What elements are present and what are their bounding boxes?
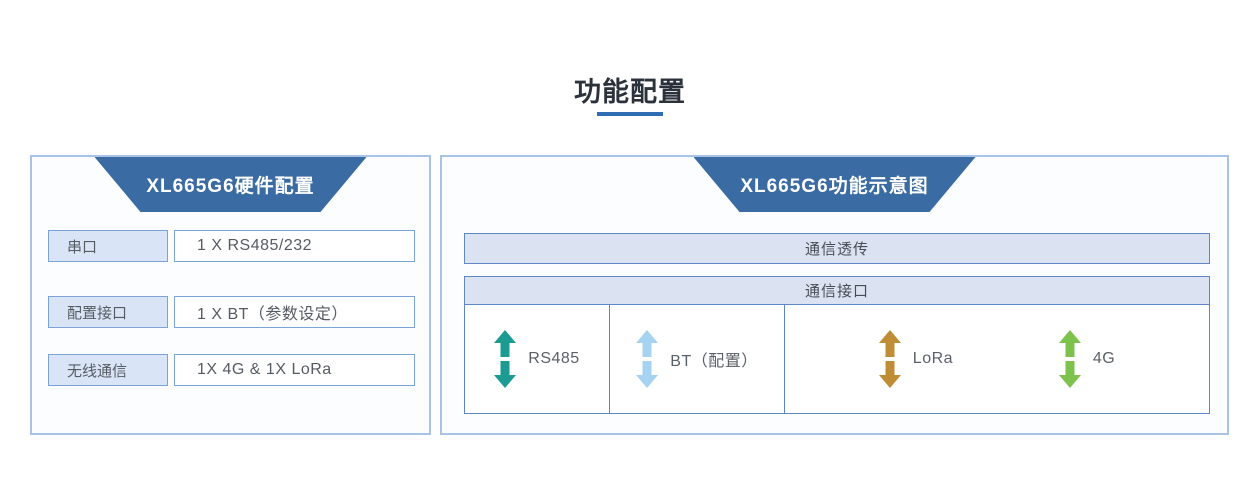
- hardware-panel-header: XL665G6硬件配置: [95, 157, 367, 212]
- rs485-label: RS485: [528, 350, 580, 367]
- communication-interface-bar: 通信接口: [464, 276, 1210, 305]
- interface-cell-wireless: LoRa 4G: [785, 305, 1209, 413]
- hardware-panel-title: XL665G6硬件配置: [146, 176, 315, 197]
- double-arrow-icon: [1058, 330, 1081, 388]
- config-interface-value: 1 X BT（参数设定）: [174, 296, 415, 328]
- interface-table: RS485 BT（配置） LoRa: [464, 305, 1210, 414]
- function-panel-header: XL665G6功能示意图: [694, 157, 976, 212]
- lora-label: LoRa: [912, 350, 954, 367]
- interface-cell-bt: BT（配置）: [610, 305, 785, 413]
- page-title: 功能配置: [574, 77, 686, 107]
- serial-port-label: 串口: [48, 230, 168, 262]
- wireless-comm-label: 无线通信: [48, 354, 168, 386]
- hardware-row-wireless: 无线通信 1X 4G & 1X LoRa: [32, 354, 429, 386]
- title-underline: [597, 112, 663, 116]
- function-panel-title: XL665G6功能示意图: [740, 176, 929, 197]
- interface-item-4g: 4G: [1058, 330, 1116, 388]
- interface-item-lora: LoRa: [878, 330, 954, 388]
- communication-interface-group: 通信接口 RS485 BT（配置）: [464, 276, 1210, 414]
- config-interface-label: 配置接口: [48, 296, 168, 328]
- transparent-transmission-bar: 通信透传: [464, 233, 1210, 264]
- double-arrow-icon: [494, 330, 517, 388]
- wireless-comm-value: 1X 4G & 1X LoRa: [174, 354, 415, 386]
- fourg-label: 4G: [1092, 350, 1116, 367]
- hardware-config-panel: XL665G6硬件配置 串口 1 X RS485/232 配置接口 1 X BT…: [30, 155, 431, 435]
- bt-label: BT（配置）: [670, 353, 758, 370]
- function-diagram-panel: XL665G6功能示意图 通信透传 通信接口 RS485 BT（配置）: [440, 155, 1229, 435]
- interface-cell-rs485: RS485: [465, 305, 610, 413]
- double-arrow-icon: [878, 330, 901, 388]
- hardware-row-serial: 串口 1 X RS485/232: [32, 230, 429, 262]
- hardware-row-config: 配置接口 1 X BT（参数设定）: [32, 296, 429, 328]
- serial-port-value: 1 X RS485/232: [174, 230, 415, 262]
- double-arrow-icon: [636, 330, 659, 388]
